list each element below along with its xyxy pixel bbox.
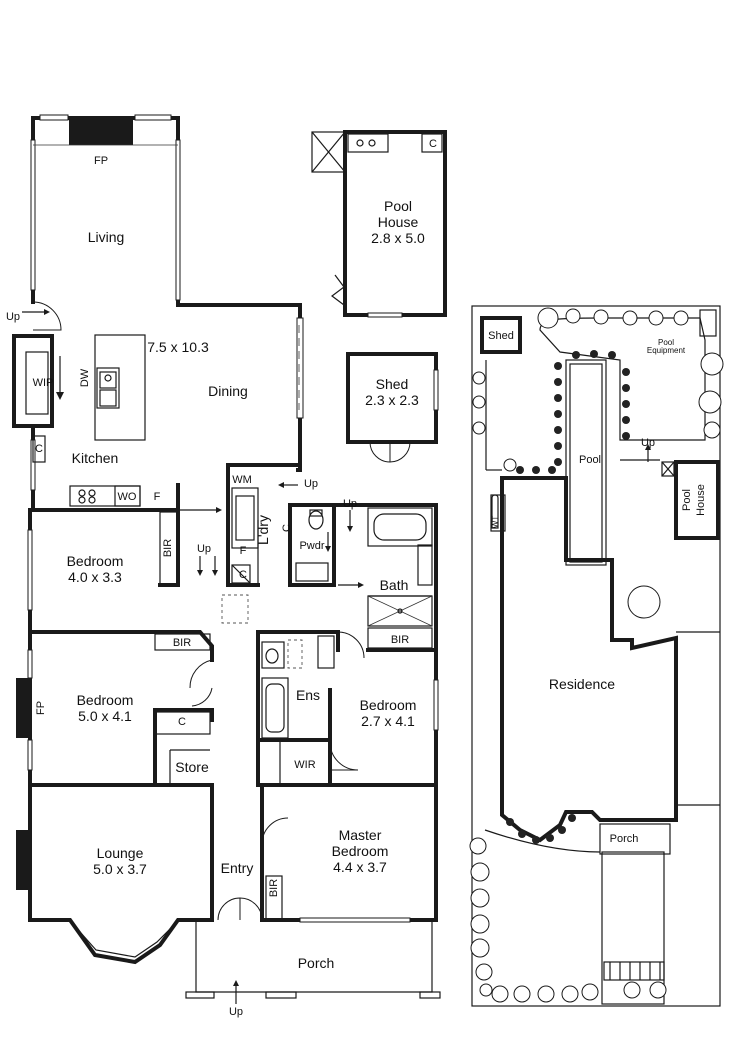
site-wt-label: WT — [491, 516, 500, 529]
pool-house-building — [311, 130, 447, 318]
wip-label: WIP — [33, 377, 54, 389]
kitchen-island — [94, 334, 146, 441]
bedroom-2-bir-label: BIR — [173, 637, 191, 649]
site-pool-equipment-2: Equipment — [647, 346, 686, 355]
lounge-dims: 5.0 x 3.7 — [93, 861, 147, 877]
bedroom-2-c-label: C — [178, 716, 186, 728]
up-marker-hall: Up — [197, 543, 211, 555]
pool-house-c-label: C — [429, 138, 437, 150]
site-labels: Shed Pool Equipment Pool Up Pool House W… — [488, 330, 707, 845]
lounge-label: Lounge — [97, 845, 144, 861]
bathroom — [332, 503, 438, 652]
kitchen-f-label: F — [154, 491, 161, 503]
bath-label: Bath — [380, 577, 409, 593]
site-pool-house-2: House — [695, 484, 707, 516]
powder-room — [288, 503, 364, 588]
master-bir-label: BIR — [268, 879, 280, 897]
site-shrubs — [506, 350, 630, 844]
porch-label: Porch — [298, 955, 335, 971]
ensuite-label: Ens — [296, 687, 320, 703]
shed-dims: 2.3 x 2.3 — [365, 392, 419, 408]
bedroom-1-dims: 4.0 x 3.3 — [68, 569, 122, 585]
dw-label: DW — [79, 368, 91, 387]
bedroom-3-dims: 2.7 x 4.1 — [361, 713, 415, 729]
site-up-label: Up — [641, 437, 655, 449]
laundry-c-label: C — [239, 569, 247, 581]
bedroom-2-dims: 5.0 x 4.1 — [78, 708, 132, 724]
up-marker-porch: Up — [229, 1006, 243, 1018]
site-plan — [469, 305, 724, 1007]
pool-house-name-2: House — [378, 214, 419, 230]
bedroom-1-label: Bedroom — [67, 553, 124, 569]
wir-label: WIR — [294, 759, 315, 771]
bedroom-3-label: Bedroom — [360, 697, 417, 713]
bedroom-2-label: Bedroom — [77, 692, 134, 708]
pool-house-dims: 2.8 x 5.0 — [371, 230, 425, 246]
room-labels: FP Living 7.5 x 10.3 Dining WIP DW C Kit… — [6, 138, 437, 1018]
bedroom-2-walls — [16, 630, 214, 787]
kitchen-label: Kitchen — [72, 450, 119, 466]
master-label: Master — [339, 827, 382, 843]
site-shed-label: Shed — [488, 330, 514, 342]
up-marker-laundry: Up — [304, 478, 318, 490]
site-trees — [469, 307, 724, 1003]
site-porch-label: Porch — [610, 833, 639, 845]
bedroom-1-bir-label: BIR — [162, 539, 174, 557]
entry-area — [217, 783, 438, 923]
kitchen-c-label: C — [35, 443, 43, 455]
house-floor-plan — [12, 114, 447, 1004]
up-marker-powder: Up — [343, 498, 357, 510]
bath-bir-label: BIR — [391, 634, 409, 646]
shed-label: Shed — [376, 376, 409, 392]
entry-label: Entry — [221, 860, 254, 876]
laundry-label: L'dry — [255, 515, 271, 545]
bedroom-2-fp-label: FP — [35, 701, 47, 715]
pool-house-name: Pool — [384, 198, 412, 214]
store-label: Store — [175, 759, 209, 775]
master-dims: 4.4 x 3.7 — [333, 859, 387, 875]
living-dims: 7.5 x 10.3 — [147, 339, 209, 355]
lounge-walls — [16, 783, 214, 965]
site-residence-label: Residence — [549, 676, 615, 692]
dining-label: Dining — [208, 383, 248, 399]
laundry-c2-label: C — [281, 524, 293, 532]
powder-label: Pwdr — [299, 540, 324, 552]
living-fp-label: FP — [94, 155, 108, 167]
site-pool-label: Pool — [579, 454, 601, 466]
laundry — [226, 463, 300, 587]
wo-label: WO — [118, 491, 137, 503]
laundry-f-label: F — [240, 545, 247, 557]
living-room-walls — [30, 114, 302, 311]
site-pool-house-1: Pool — [681, 489, 693, 511]
porch-structure — [185, 922, 441, 1004]
master-label-2: Bedroom — [332, 843, 389, 859]
site-pool-equipment-1: Pool — [658, 338, 674, 347]
shed-building — [346, 352, 439, 463]
living-label: Living — [88, 229, 125, 245]
up-marker-living: Up — [6, 311, 20, 323]
wm-label: WM — [232, 474, 252, 486]
